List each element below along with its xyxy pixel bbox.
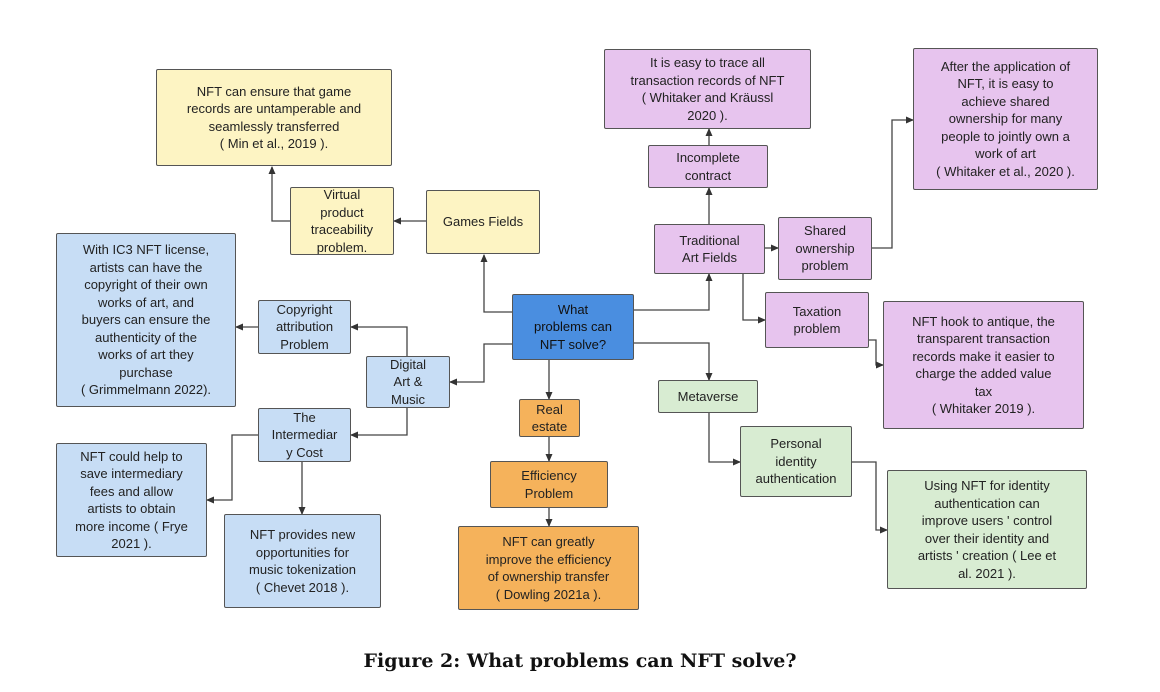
edge-shared-text <box>872 116 914 249</box>
node-trace-records: It is easy to trace all transaction reco… <box>604 49 811 129</box>
edge-virtual-gamerecords <box>268 166 290 222</box>
node-root: What problems can NFT solve? <box>512 294 634 360</box>
node-efficiency-problem: Efficiency Problem <box>490 461 608 508</box>
figure-caption: Figure 2: What problems can NFT solve? <box>363 650 797 672</box>
node-real-estate: Real estate <box>519 399 580 437</box>
node-intermediary: The Intermediar y Cost <box>258 408 351 462</box>
node-shared-ownership: Shared ownership problem <box>778 217 872 280</box>
node-shared-text: After the application of NFT, it is easy… <box>913 48 1098 190</box>
node-taxation: Taxation problem <box>765 292 869 348</box>
node-incomplete-contract: Incomplete contract <box>648 145 768 188</box>
node-game-records: NFT can ensure that game records are unt… <box>156 69 392 166</box>
node-games-fields: Games Fields <box>426 190 540 254</box>
edge-root-metaverse <box>634 342 713 381</box>
edge-intermediary-savefees <box>206 434 258 504</box>
node-ic3-license: With IC3 NFT license, artists can have t… <box>56 233 236 407</box>
node-metaverse: Metaverse <box>658 380 758 413</box>
edge-digital-intermediary <box>350 408 408 439</box>
edge-root-traditional <box>634 273 713 311</box>
node-save-fees: NFT could help to save intermediary fees… <box>56 443 207 557</box>
node-efficiency-text: NFT can greatly improve the efficiency o… <box>458 526 639 610</box>
edge-personal-identity <box>852 461 888 534</box>
edge-metaverse-personal <box>708 413 741 466</box>
node-personal-identity: Personal identity authentication <box>740 426 852 497</box>
edge-taxation-text <box>869 339 884 369</box>
edge-digital-copyright <box>350 323 408 356</box>
edge-traditional-taxation <box>742 274 766 324</box>
node-identity-text: Using NFT for identity authentication ca… <box>887 470 1087 589</box>
edge-root-digital <box>449 343 512 386</box>
node-copyright: Copyright attribution Problem <box>258 300 351 354</box>
edge-root-games <box>480 254 512 313</box>
node-traditional-art: Traditional Art Fields <box>654 224 765 274</box>
node-taxation-text: NFT hook to antique, the transparent tra… <box>883 301 1084 429</box>
node-digital-art: Digital Art & Music <box>366 356 450 408</box>
node-music-token: NFT provides new opportunities for music… <box>224 514 381 608</box>
node-virtual-product: Virtual product traceability problem. <box>290 187 394 255</box>
